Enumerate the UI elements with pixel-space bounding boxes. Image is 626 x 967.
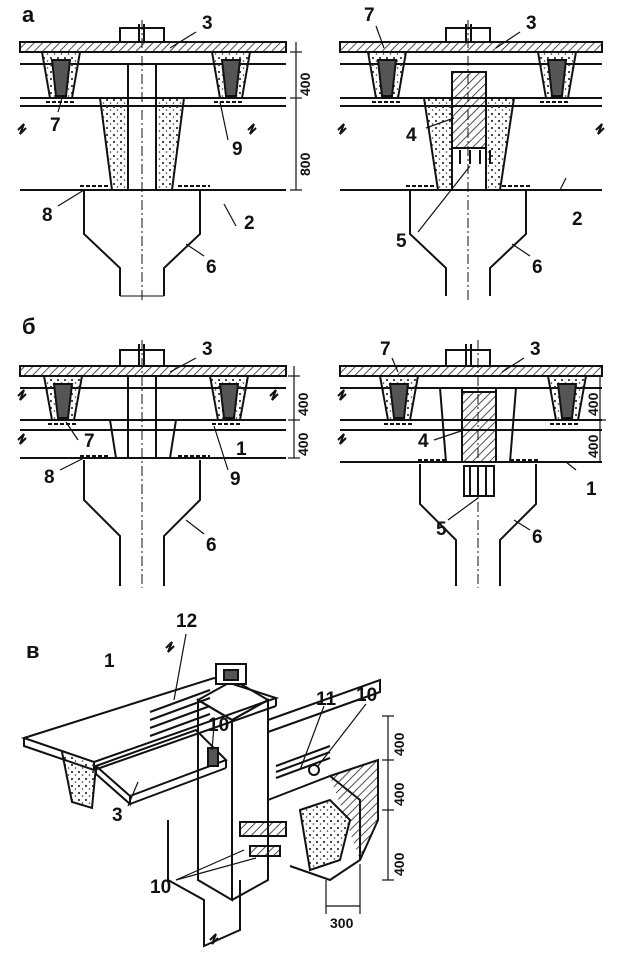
part-label: 12	[176, 611, 198, 632]
part-label: 3	[112, 805, 123, 826]
part-label: 8	[44, 467, 55, 488]
part-label: 6	[206, 535, 217, 556]
part-label: 2	[244, 213, 255, 234]
part-label: 7	[380, 339, 391, 360]
dimension-label: 800	[297, 152, 313, 176]
part-label: 1	[104, 651, 115, 672]
panel-a-right-drawing	[337, 20, 605, 300]
part-label: 7	[84, 431, 95, 452]
part-label: 9	[230, 469, 241, 490]
section-label-a: а	[22, 2, 35, 27]
dimension-label: 400	[391, 732, 407, 756]
dimension-label: 400	[585, 434, 601, 458]
panel-c-drawing	[20, 633, 394, 948]
panel-b-left-drawing	[17, 340, 300, 588]
section-label-b: б	[22, 314, 36, 339]
part-label: 4	[406, 125, 417, 146]
dimension-label: 400	[585, 392, 601, 416]
part-label: 2	[572, 209, 583, 230]
panel-a-left-drawing	[17, 20, 302, 300]
part-label: 5	[396, 231, 407, 252]
part-label: 11	[316, 689, 337, 710]
section-label-c: в	[26, 638, 40, 663]
part-label: 6	[532, 257, 543, 278]
part-label: 7	[364, 5, 375, 26]
part-label: 3	[202, 13, 213, 34]
part-label: 5	[436, 519, 447, 540]
dimension-label: 400	[297, 72, 313, 96]
panel-b-right-drawing	[337, 340, 606, 588]
part-label: 10	[150, 877, 172, 898]
part-label: 3	[526, 13, 537, 34]
part-label: 9	[232, 139, 243, 160]
part-label: 3	[202, 339, 213, 360]
part-label: 4	[418, 431, 429, 452]
part-label: 8	[42, 205, 53, 226]
dimension-label: 400	[391, 852, 407, 876]
dimension-label: 300	[330, 915, 354, 931]
part-label: 3	[530, 339, 541, 360]
part-label: 10	[356, 685, 378, 706]
dimension-label: 400	[295, 432, 311, 456]
dimension-label: 400	[295, 392, 311, 416]
part-label: 6	[206, 257, 217, 278]
part-label: 1	[586, 479, 597, 500]
part-label: 10	[208, 715, 230, 736]
part-label: 7	[50, 115, 61, 136]
part-label: 6	[532, 527, 543, 548]
dimension-label: 400	[391, 782, 407, 806]
part-label: 1	[236, 439, 247, 460]
